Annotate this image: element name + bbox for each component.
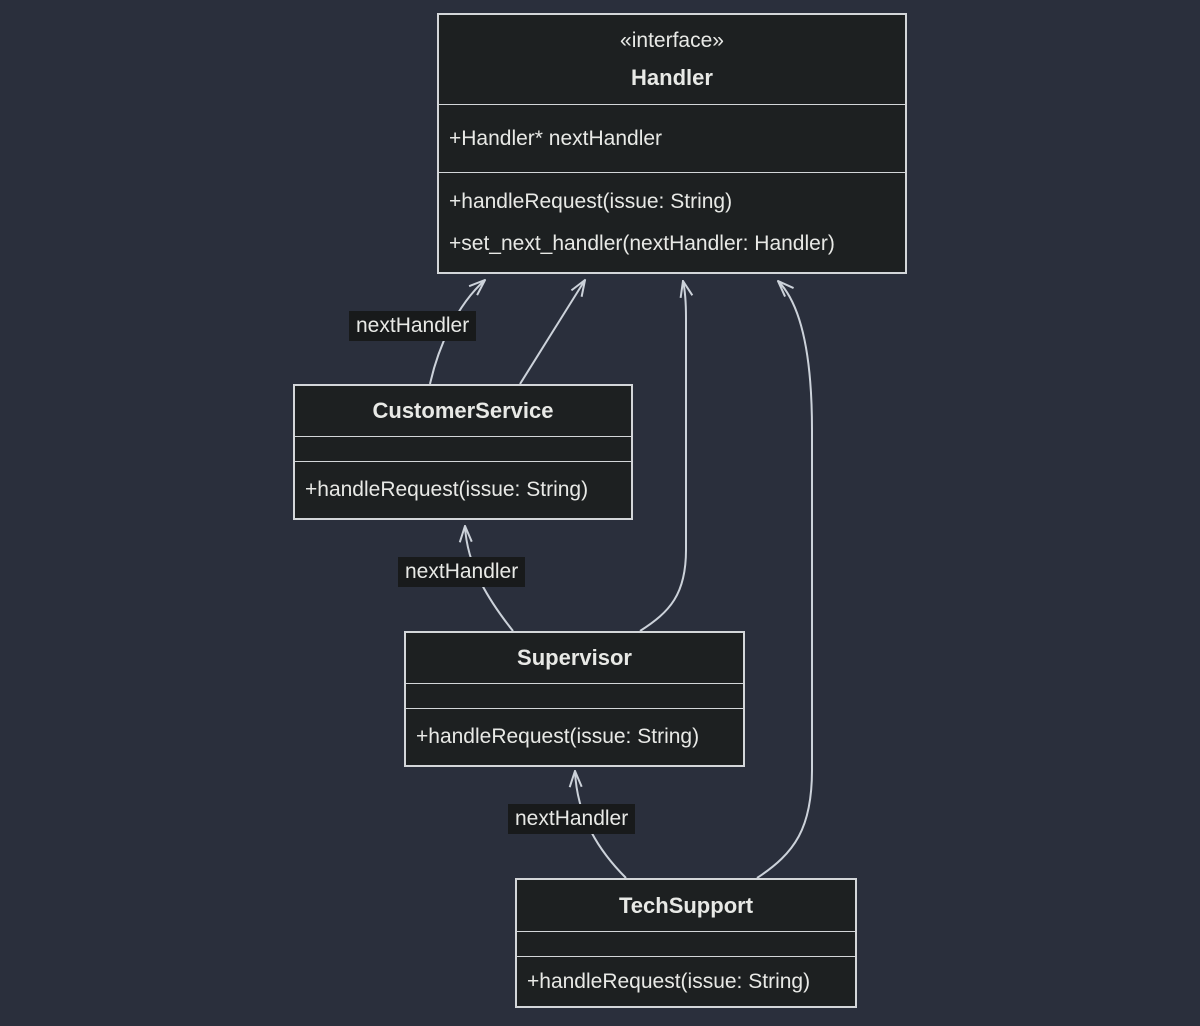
edge-customerservice-handler-realization — [519, 280, 585, 385]
edge-label-nexthandler-customerservice: nextHandler — [349, 311, 477, 341]
class-name-supervisor: Supervisor — [517, 645, 632, 670]
class-methods-handler: +handleRequest(issue: String) +set_next_… — [439, 173, 905, 272]
class-name-techsupport: TechSupport — [618, 892, 754, 918]
class-title-techsupport: TechSupport — [517, 880, 855, 932]
class-node-handler: «interface» Handler +Handler* nextHandle… — [437, 13, 907, 274]
class-attributes-techsupport — [517, 932, 855, 957]
attribute-nexthandler: +Handler* nextHandler — [449, 126, 663, 150]
class-name-customerservice: CustomerService — [372, 398, 554, 423]
edge-supervisor-handler-realization — [639, 281, 686, 632]
stereotype-interface: «interface» — [620, 28, 724, 52]
class-node-techsupport: TechSupport +handleRequest(issue: String… — [515, 878, 857, 1008]
class-title-handler: «interface» Handler — [439, 15, 905, 105]
edge-techsupport-handler-realization — [756, 281, 813, 879]
class-node-customerservice: CustomerService +handleRequest(issue: St… — [293, 384, 633, 520]
method-handlerequest: +handleRequest(issue: String) — [527, 969, 811, 993]
method-handlerequest: +handleRequest(issue: String) — [305, 478, 589, 501]
class-attributes-supervisor — [406, 684, 743, 709]
class-title-supervisor: Supervisor — [406, 633, 743, 684]
class-methods-supervisor: +handleRequest(issue: String) — [406, 709, 743, 765]
method-set-next-handler: +set_next_handler(nextHandler: Handler) — [449, 231, 835, 255]
class-methods-techsupport: +handleRequest(issue: String) — [517, 957, 855, 1006]
class-node-supervisor: Supervisor +handleRequest(issue: String) — [404, 631, 745, 767]
edge-label-nexthandler-supervisor: nextHandler — [398, 557, 526, 587]
method-handlerequest: +handleRequest(issue: String) — [416, 725, 700, 748]
class-methods-customerservice: +handleRequest(issue: String) — [295, 462, 631, 518]
class-attributes-customerservice — [295, 437, 631, 462]
class-title-customerservice: CustomerService — [295, 386, 631, 437]
class-name-handler: Handler — [631, 64, 713, 90]
class-attributes-handler: +Handler* nextHandler — [439, 105, 905, 173]
method-handlerequest: +handleRequest(issue: String) — [449, 189, 733, 213]
edge-label-nexthandler-techsupport: nextHandler — [508, 804, 636, 834]
